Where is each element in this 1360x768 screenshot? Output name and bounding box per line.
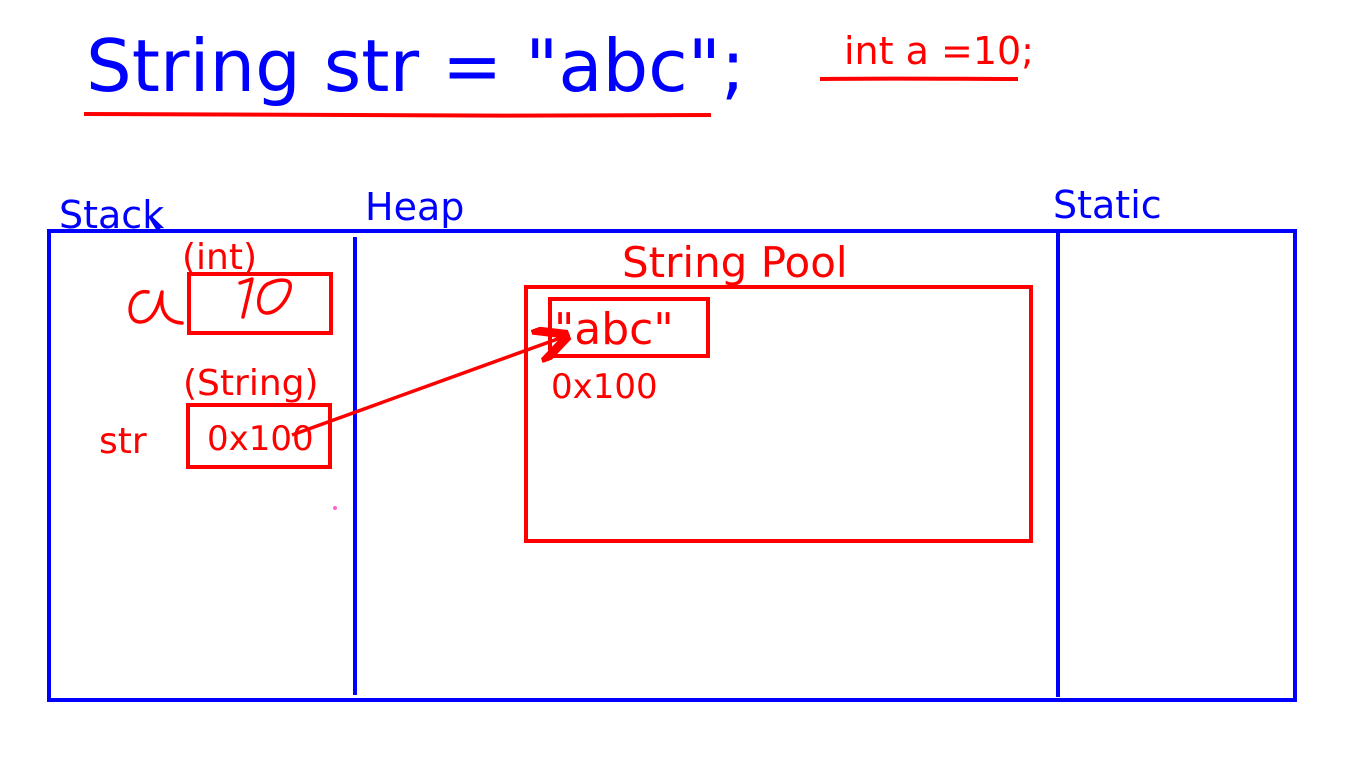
string-declaration-code: String str = "abc"; — [86, 24, 746, 108]
stack-label-stroke — [148, 214, 162, 234]
pool-literal-value: "abc" — [554, 304, 674, 355]
pool-address-value: 0x100 — [551, 367, 658, 407]
string-ref-value: 0x100 — [207, 419, 314, 459]
code-underline — [83, 112, 712, 118]
int-declaration-code: int a =10; — [844, 29, 1034, 73]
int-value-handwriting — [238, 277, 292, 319]
stray-dot — [333, 506, 337, 510]
string-pool-box — [524, 285, 1033, 543]
int-var-name-handwriting — [128, 290, 184, 325]
stack-label: Stack — [59, 193, 165, 237]
string-pool-label: String Pool — [622, 238, 848, 287]
reference-arrow — [291, 337, 563, 437]
heap-label: Heap — [365, 185, 465, 229]
string-ref-box — [186, 403, 332, 469]
static-label: Static — [1053, 183, 1162, 227]
memory-frame — [47, 214, 1297, 702]
int-value-box — [187, 272, 333, 335]
string-var-name: str — [99, 421, 147, 462]
int-type-label: (int) — [182, 237, 258, 278]
string-type-label: (String) — [183, 363, 319, 404]
